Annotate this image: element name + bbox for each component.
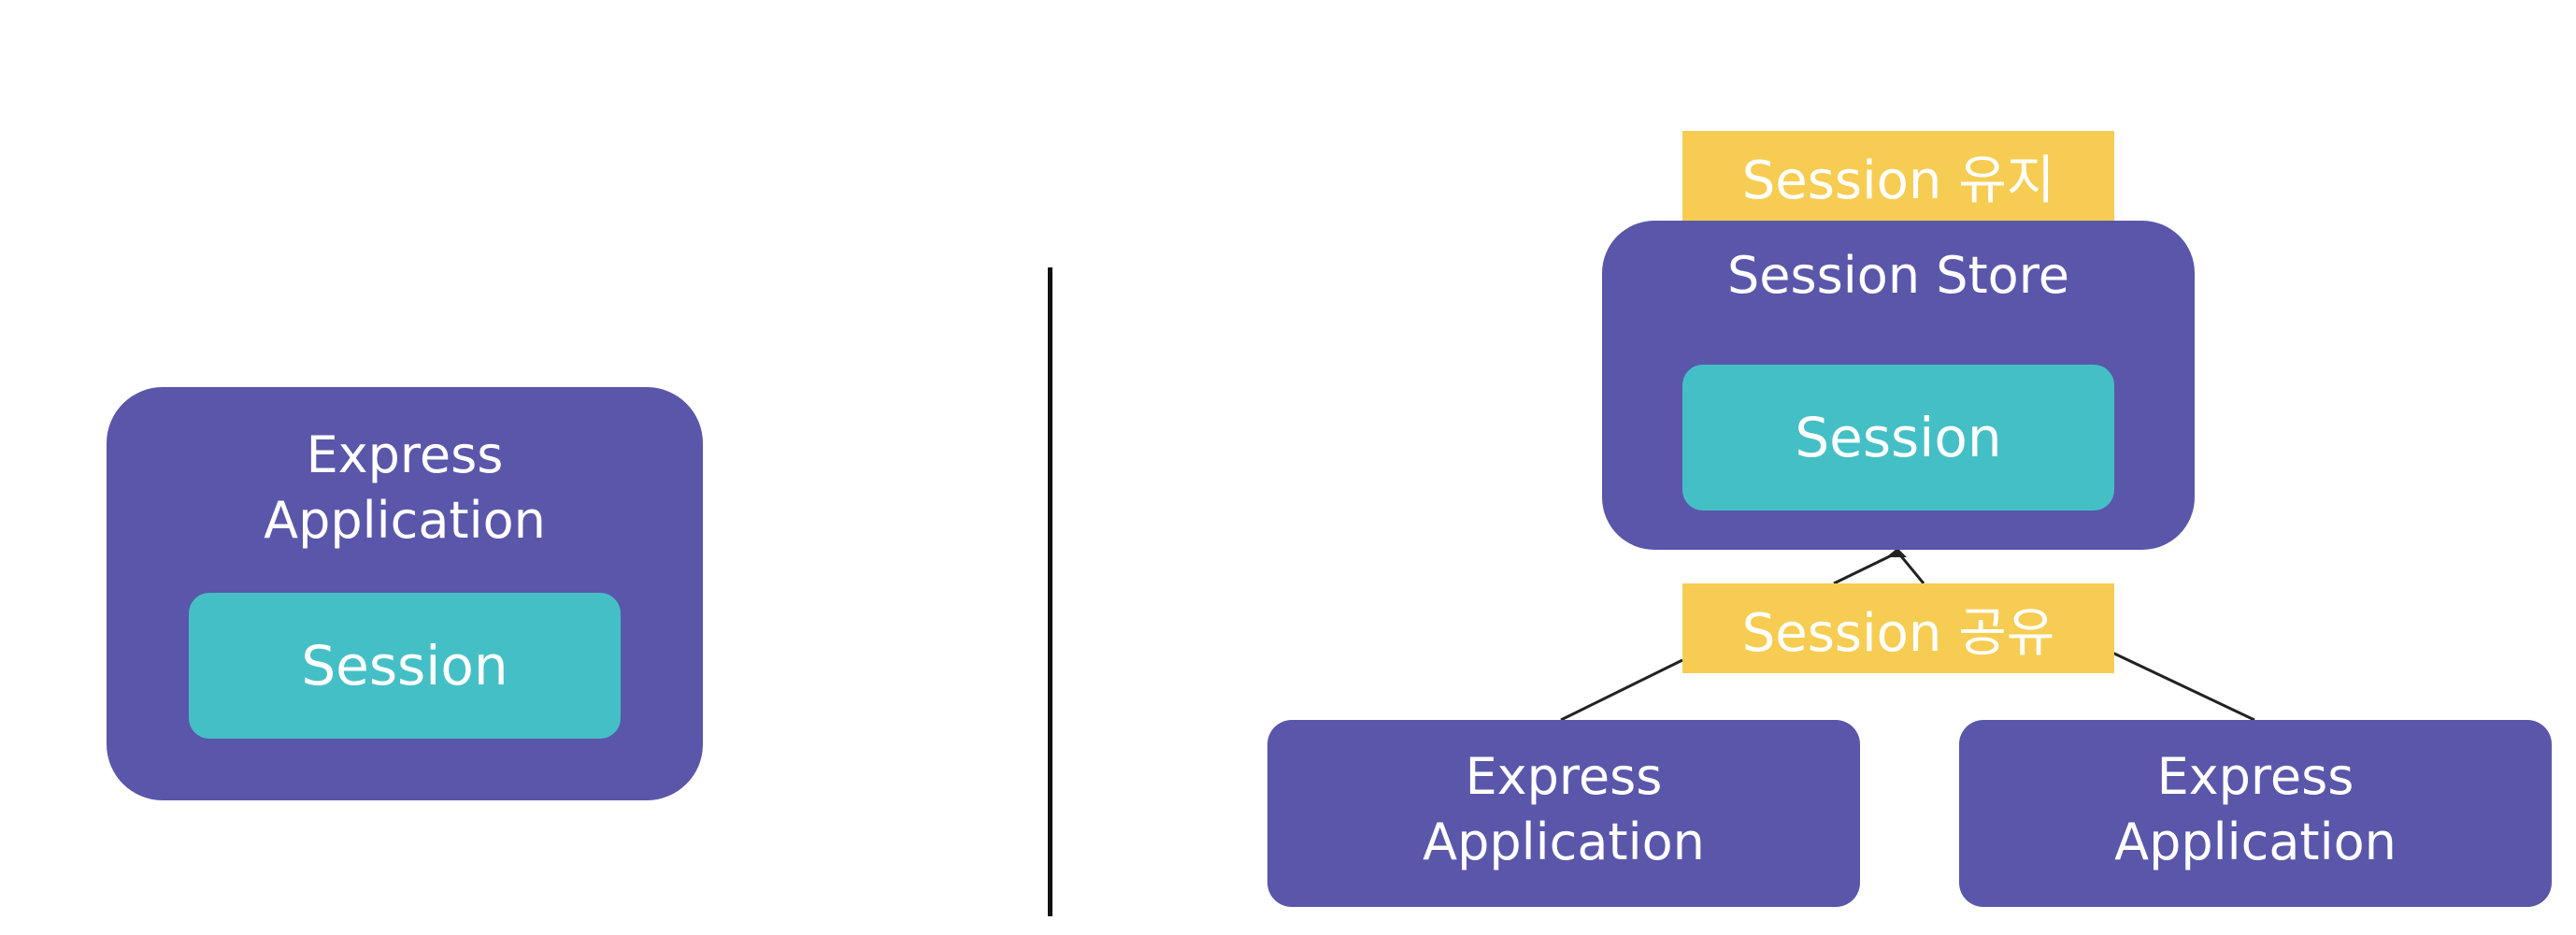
session-maintain-tag: Session 유지 — [1682, 131, 2114, 221]
left-session-box: Session — [189, 593, 621, 739]
session-store-box: Session Store Session — [1602, 221, 2195, 550]
right-express-app-label-1: Express Application — [1423, 747, 1705, 871]
right-express-app-box-1: Express Application — [1267, 720, 1860, 907]
session-share-tag: Session 공유 — [1682, 583, 2114, 673]
right-express-app-label-2: Express Application — [2114, 747, 2397, 871]
vertical-divider — [1048, 267, 1052, 916]
connector-right-app-to-share — [2111, 651, 2255, 722]
arrowhead-icon — [1886, 548, 1907, 557]
left-express-app-label: Express Application — [264, 425, 546, 550]
left-express-app-box: Express Application Session — [107, 387, 703, 800]
store-session-box: Session — [1682, 365, 2114, 511]
right-express-app-box-2: Express Application — [1959, 720, 2552, 907]
connector-left-app-to-share — [1560, 658, 1683, 722]
session-store-label: Session Store — [1727, 246, 2069, 305]
